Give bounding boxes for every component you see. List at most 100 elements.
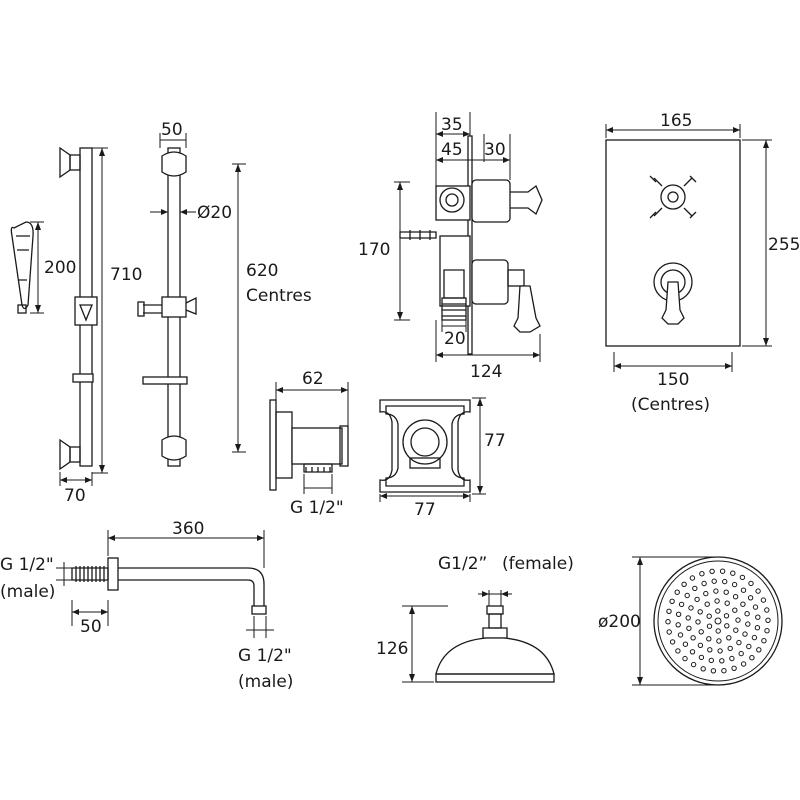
nozzle-dot xyxy=(756,647,762,653)
shower-arm-inlet-thread-label: G 1/2" xyxy=(0,555,54,575)
nozzle-dot xyxy=(717,648,723,654)
nozzle-dot xyxy=(735,617,741,623)
nozzle-dot xyxy=(751,634,758,641)
valve-depth-total-label: 35 xyxy=(441,115,463,135)
wall-outlet-thread-dimension xyxy=(303,474,333,494)
nozzle-dot xyxy=(740,601,746,607)
nozzle-dot xyxy=(709,568,715,574)
nozzle-dot xyxy=(678,601,685,608)
nozzle-dot xyxy=(748,580,754,587)
rail-offset-dimension xyxy=(159,133,187,148)
nozzle-dot xyxy=(689,575,696,581)
nozzle-dot xyxy=(677,632,684,638)
nozzle-dot xyxy=(722,578,728,585)
fixing-centres-word: Centres xyxy=(246,286,312,306)
nozzle-dot xyxy=(760,597,767,603)
nozzle-dot xyxy=(731,665,737,671)
plate-height-label: 255 xyxy=(768,235,800,255)
nozzle-dot xyxy=(695,619,701,625)
rail-base-dimension xyxy=(59,472,93,486)
nozzle-dot xyxy=(747,595,754,601)
nozzle-dot xyxy=(729,655,735,662)
nozzle-dot xyxy=(764,628,770,634)
nozzle-dot xyxy=(738,650,744,657)
nozzle-dot xyxy=(675,622,681,628)
wall-outlet-side xyxy=(269,399,349,491)
valve-width-dimension xyxy=(435,320,541,362)
nozzle-dot xyxy=(732,607,738,613)
nozzle-dot xyxy=(699,571,705,577)
nozzle-dot xyxy=(742,631,748,637)
valve-outlet-dimension xyxy=(441,320,467,332)
nozzle-dot xyxy=(716,638,722,644)
rail-diameter-label: Ø20 xyxy=(197,203,232,223)
valve-depth-body-label: 45 xyxy=(441,140,463,160)
nozzle-dot xyxy=(692,585,698,592)
nozzle-dot xyxy=(715,608,721,614)
valve-depth-front-label: 30 xyxy=(484,140,506,160)
shower-arm-inlet-length-dimension xyxy=(71,600,109,626)
nozzle-dot xyxy=(684,592,690,599)
wall-outlet-projection-dimension xyxy=(275,382,349,426)
nozzle-dot xyxy=(703,590,709,597)
nozzle-dot xyxy=(700,666,706,672)
wall-outlet-projection-label: 62 xyxy=(302,369,324,389)
nozzle-dot xyxy=(694,596,700,603)
nozzle-dot xyxy=(688,605,694,611)
lever-handle-icon xyxy=(653,262,693,325)
plate-height-dimension xyxy=(742,139,772,347)
nozzle-dot xyxy=(697,642,704,648)
nozzle-dot xyxy=(690,635,696,641)
nozzle-dot xyxy=(719,568,726,574)
nozzle-dot xyxy=(719,658,725,664)
nozzle-dot xyxy=(674,589,680,595)
nozzle-dot xyxy=(746,643,752,650)
plate-width-label: 165 xyxy=(660,111,692,131)
fixing-centres-value: 620 xyxy=(246,261,278,281)
valve-depth-dimensions xyxy=(435,112,511,186)
nozzle-dot xyxy=(721,668,727,674)
nozzle-dot xyxy=(669,639,676,645)
shower-head-diameter-dimension xyxy=(632,556,716,686)
valve-plate xyxy=(605,139,741,347)
nozzle-dot xyxy=(724,623,730,629)
wall-outlet-thread-label: G 1/2" xyxy=(290,498,344,518)
shower-head-thread-label: G1/2” xyxy=(438,554,487,574)
shower-arm-outlet-thread-label: G 1/2" xyxy=(238,646,292,666)
nozzle-dot xyxy=(682,641,689,647)
nozzle-dot xyxy=(732,594,739,600)
nozzle-dot xyxy=(736,639,742,646)
shower-head-height-dimension xyxy=(402,605,448,683)
shower-arm-outlet-thread-dimension xyxy=(246,616,274,638)
plate-centres-dimension xyxy=(613,352,733,372)
nozzle-dot xyxy=(675,648,681,654)
fixing-centres-dimension xyxy=(232,163,246,453)
cross-handle-icon xyxy=(649,175,697,219)
nozzle-dot xyxy=(740,587,747,593)
wall-outlet-height-dimension xyxy=(472,397,486,495)
handset-length-label: 200 xyxy=(44,258,76,278)
shower-arm-length-label: 360 xyxy=(172,519,204,539)
nozzle-dot xyxy=(765,617,771,623)
rail-diameter-dimension xyxy=(150,209,196,215)
nozzle-dot xyxy=(665,619,671,625)
nozzle-dot xyxy=(706,623,713,629)
nozzle-dot xyxy=(666,629,672,635)
valve-outlet-label: 20 xyxy=(444,329,466,349)
shower-arm-inlet-thread-dimension xyxy=(56,562,72,586)
slide-rail-front xyxy=(59,146,98,471)
nozzle-dot xyxy=(698,629,704,635)
nozzle-dot xyxy=(733,627,739,633)
shower-head-thread-type-label: (female) xyxy=(502,554,574,574)
wall-outlet-width-dimension xyxy=(379,493,471,502)
nozzle-dot xyxy=(707,647,713,653)
nozzle-dot xyxy=(754,625,761,631)
nozzle-dot xyxy=(710,668,717,674)
nozzle-dot xyxy=(714,598,720,604)
nozzle-dot xyxy=(745,621,751,627)
plate-centres-word: (Centres) xyxy=(631,395,710,415)
nozzle-dot xyxy=(666,608,672,614)
nozzle-dot xyxy=(764,607,770,613)
nozzle-dot xyxy=(761,638,767,644)
